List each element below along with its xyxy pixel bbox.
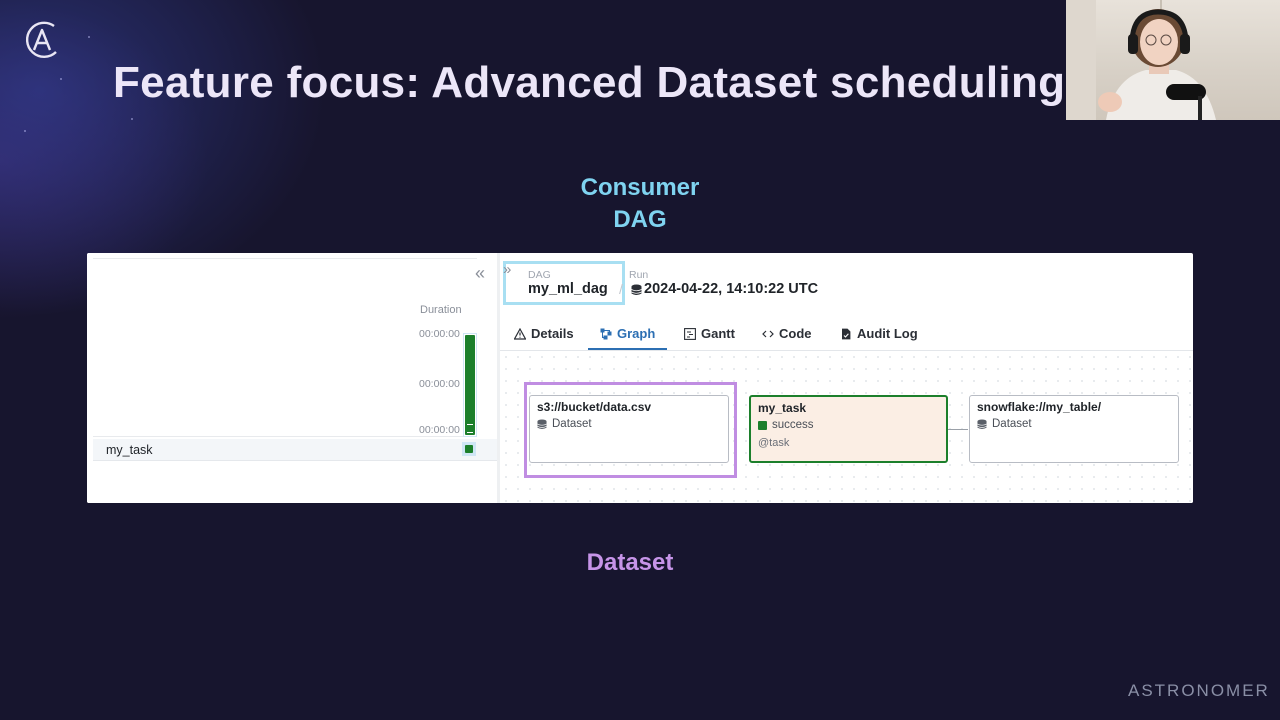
- star-decoration: [131, 118, 133, 120]
- details-pane: » DAG my_ml_dag / Run 2024-04-22, 14:10:…: [500, 253, 1193, 503]
- node-status: success: [758, 419, 814, 431]
- grid-line: [93, 436, 477, 437]
- tab-label: Graph: [617, 326, 656, 341]
- tab-label: Audit Log: [857, 326, 918, 341]
- tab-label: Code: [779, 326, 812, 341]
- expand-icon[interactable]: »: [503, 261, 512, 278]
- dag-caption: DAG: [528, 269, 551, 281]
- tab-bar: Details Graph Gantt Code Audit Log: [500, 319, 1193, 351]
- audit-log-icon: [842, 328, 851, 339]
- node-title: s3://bucket/data.csv: [537, 400, 652, 414]
- node-title: my_task: [758, 401, 807, 415]
- duration-tick: 00:00:00: [419, 378, 460, 390]
- tab-audit-log[interactable]: Audit Log: [840, 319, 918, 348]
- warning-icon: [514, 327, 526, 340]
- tab-label: Details: [531, 326, 574, 341]
- star-decoration: [88, 36, 90, 38]
- dag-breadcrumb-highlight: [503, 261, 625, 305]
- tab-label: Gantt: [701, 326, 735, 341]
- webcam-video: [1066, 0, 1280, 120]
- graph-edge: [948, 429, 968, 430]
- tab-details[interactable]: Details: [514, 319, 574, 348]
- dataset-node-snowflake[interactable]: snowflake://my_table/ Dataset: [969, 395, 1179, 463]
- dataset-label: Dataset: [586, 549, 674, 576]
- node-kind-label: Dataset: [992, 418, 1032, 430]
- tab-gantt[interactable]: Gantt: [684, 319, 735, 348]
- consumer-dag-label: Consumer DAG: [540, 172, 740, 236]
- brand-wordmark: ASTRONOMER: [1128, 681, 1270, 700]
- node-subtitle: Dataset: [977, 418, 1032, 430]
- duration-tick: 00:00:00: [419, 424, 460, 436]
- database-icon: [537, 419, 547, 429]
- database-icon: [977, 419, 987, 429]
- run-id-link[interactable]: 2024-04-22, 14:10:22 UTC: [644, 281, 819, 297]
- grid-pane: « Duration 00:00:00 00:00:00 00:00:00 my…: [87, 253, 497, 503]
- success-status-icon: [758, 420, 767, 430]
- duration-header: Duration: [420, 304, 462, 316]
- consumer-label-line1: Consumer: [580, 174, 700, 201]
- duration-tick: 00:00:00: [419, 328, 460, 340]
- code-icon: [762, 330, 774, 337]
- dag-name-link[interactable]: my_ml_dag: [528, 281, 608, 297]
- collapse-grid-button[interactable]: «: [475, 263, 486, 283]
- node-status-label: success: [772, 419, 814, 431]
- slide-title: Feature focus: Advanced Dataset scheduli…: [113, 58, 1066, 107]
- task-row-label: my_task: [106, 443, 153, 457]
- duration-bar-highlight: [463, 333, 477, 437]
- node-title: snowflake://my_table/: [977, 400, 1102, 414]
- graph-canvas[interactable]: s3://bucket/data.csv Dataset my_task suc…: [500, 351, 1193, 503]
- tab-graph[interactable]: Graph: [588, 319, 668, 350]
- task-node-my-task[interactable]: my_task success @task: [749, 395, 948, 463]
- astronomer-logo-icon: [25, 21, 57, 59]
- dataset-node-s3[interactable]: s3://bucket/data.csv Dataset: [529, 395, 729, 463]
- tab-code[interactable]: Code: [762, 319, 812, 348]
- node-operator-label: @task: [758, 437, 790, 449]
- graph-icon: [600, 328, 612, 339]
- consumer-label-line2: DAG: [613, 206, 667, 233]
- node-kind-label: Dataset: [552, 418, 592, 430]
- star-decoration: [24, 130, 26, 132]
- grid-line: [93, 258, 477, 259]
- presenter-illustration: [1066, 0, 1216, 120]
- breadcrumb-separator: /: [619, 281, 623, 297]
- node-subtitle: Dataset: [537, 418, 592, 430]
- gantt-icon: [684, 327, 696, 340]
- list-icon: [467, 424, 473, 433]
- run-caption: Run: [629, 269, 649, 281]
- airflow-ui-panel: « Duration 00:00:00 00:00:00 00:00:00 my…: [87, 253, 1193, 503]
- success-status-icon: [465, 445, 473, 453]
- pane-divider[interactable]: [497, 253, 500, 503]
- table-row[interactable]: [93, 439, 497, 461]
- duration-bar[interactable]: [465, 335, 475, 435]
- database-icon: [631, 284, 642, 295]
- star-decoration: [60, 78, 62, 80]
